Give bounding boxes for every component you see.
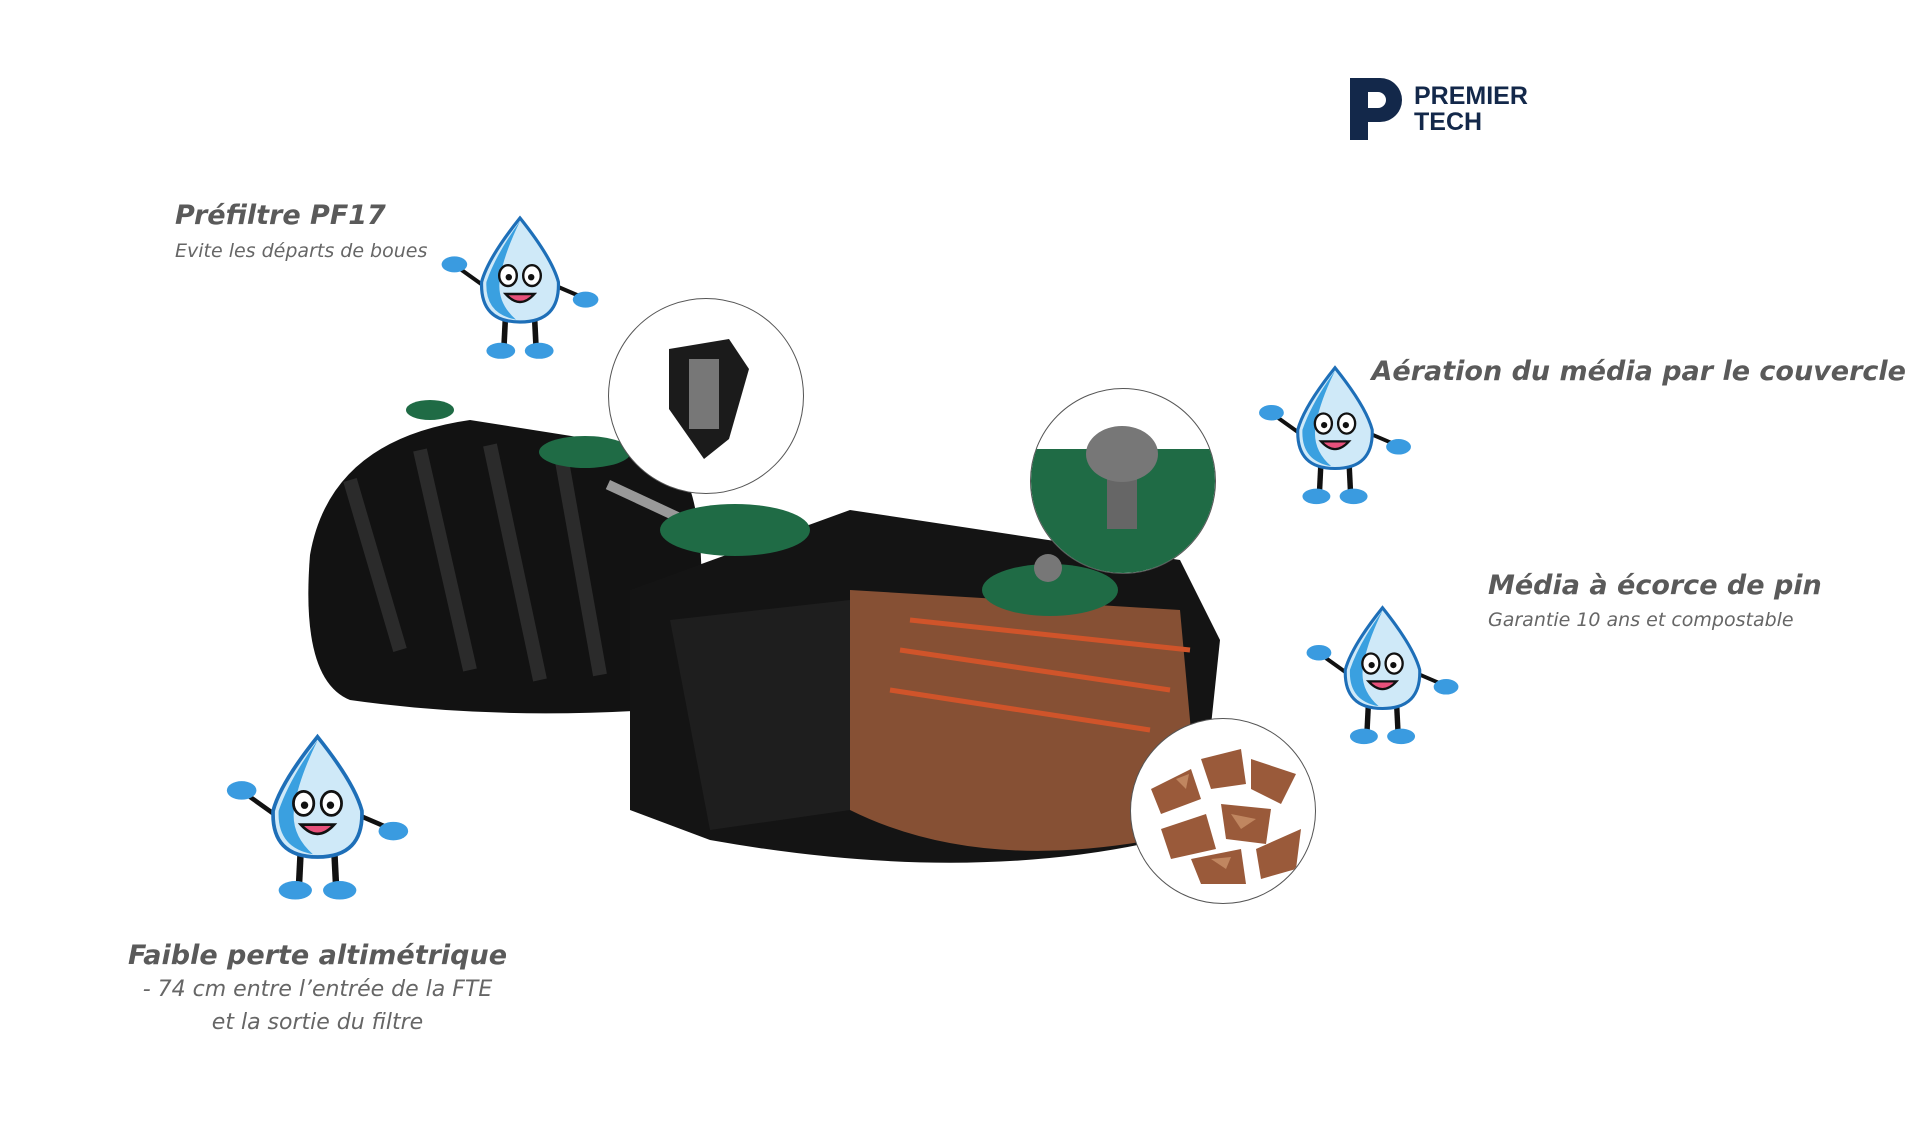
pine-bark-detail-circle: [1130, 718, 1316, 904]
premier-tech-logo: PREMIER TECH: [1350, 78, 1528, 140]
logo-line-2: TECH: [1414, 108, 1483, 136]
droplet-mascot-icon: [1235, 360, 1435, 515]
premier-tech-logo-mark-icon: [1350, 78, 1402, 140]
height-loss-callout: Faible perte altimétrique - 74 cm entre …: [80, 940, 555, 1035]
droplet-mascot-icon: [1290, 600, 1475, 755]
pine-bark-icon: [1151, 749, 1301, 884]
aeration-title: Aération du média par le couvercle: [1371, 356, 1906, 387]
prefilter-detail-circle: [608, 298, 804, 494]
aeration-cap-detail-circle: [1030, 388, 1216, 574]
media-subtitle: Garantie 10 ans et compostable: [1488, 609, 1794, 631]
logo-line-1: PREMIER: [1414, 82, 1528, 110]
septic-tank-illustration: [308, 400, 702, 714]
filter-tank-illustration: [630, 504, 1220, 863]
height-loss-subtitle-2: et la sortie du filtre: [211, 1010, 424, 1035]
media-title: Média à écorce de pin: [1488, 570, 1822, 601]
height-loss-subtitle-1: - 74 cm entre l’entrée de la FTE: [142, 977, 493, 1002]
aeration-cap-icon: [1031, 426, 1215, 573]
prefilter-title: Préfiltre PF17: [175, 200, 386, 231]
height-loss-title: Faible perte altimétrique: [127, 940, 508, 971]
prefilter-component-icon: [669, 339, 749, 459]
septic-system-illustration: [308, 400, 1220, 863]
prefilter-subtitle: Evite les départs de boues: [175, 240, 428, 262]
droplet-mascot-icon: [430, 210, 610, 370]
